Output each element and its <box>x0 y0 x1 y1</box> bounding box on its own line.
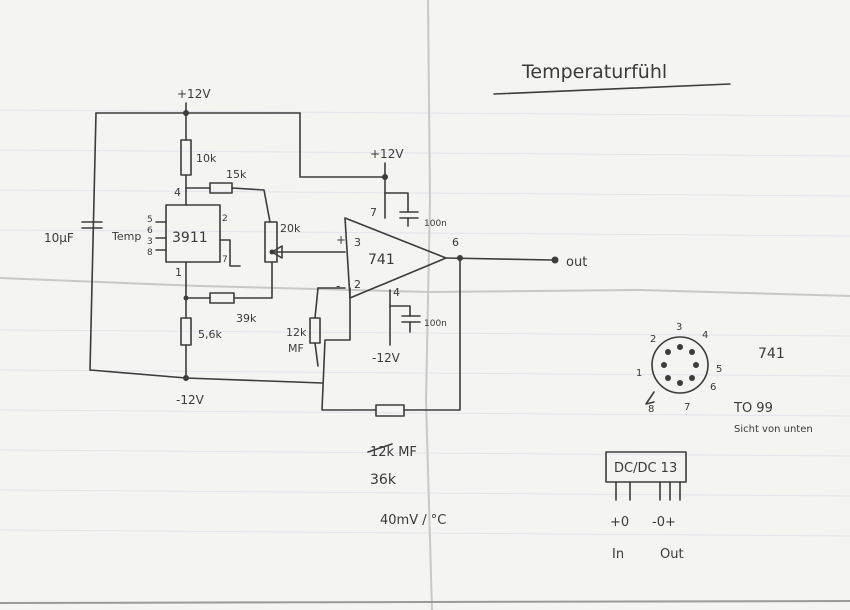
pin-sensor-5: 5 <box>147 215 153 225</box>
title: Temperaturfühl <box>521 61 667 83</box>
resistor-39k <box>209 292 235 304</box>
pin-sensor-7: 7 <box>222 255 228 265</box>
dcdc-pins <box>615 481 681 501</box>
dcdc-in-label: In <box>612 547 624 562</box>
resistor-10k <box>180 139 192 176</box>
opamp-plus: + <box>336 233 346 247</box>
label-r-56k: 5,6k <box>198 328 222 341</box>
dcdc-in-pins: +0 <box>610 515 629 530</box>
pin-sensor-3: 3 <box>147 237 153 247</box>
label-cap-left: 10µF <box>44 231 74 245</box>
dcdc-out-label: Out <box>660 547 684 562</box>
to99-note: Sicht von unten <box>734 424 813 435</box>
to99-pin-4: 4 <box>702 330 708 341</box>
dcdc-out-pins: -0+ <box>652 515 676 530</box>
label-cap-top: 100n <box>424 219 447 229</box>
label-r-39k: 39k <box>236 312 257 325</box>
fold-vertical <box>424 0 433 610</box>
title-underline <box>493 83 731 95</box>
opamp-triangle <box>344 217 447 299</box>
to99-package <box>651 336 709 394</box>
opamp-label: 741 <box>368 252 395 268</box>
to99-type: TO 99 <box>733 401 773 416</box>
supply-bottom-left: -12V <box>176 393 205 407</box>
feedback-crossed: 12k MF <box>370 445 417 460</box>
paper-bottom-edge <box>0 600 850 604</box>
label-r-20k: 20k <box>280 222 301 235</box>
sensor-ic <box>165 204 221 263</box>
feedback-value: 36k <box>370 472 397 488</box>
label-r-12k: 12k <box>286 326 307 339</box>
resistor-12k <box>309 317 321 344</box>
label-r-top: 10k <box>196 152 217 165</box>
to99-pin-6: 6 <box>710 382 716 393</box>
pot-wiper-arrow <box>271 245 283 259</box>
pin-op-6: 6 <box>452 236 459 249</box>
label-r-15k: 15k <box>226 168 247 181</box>
wires <box>81 102 553 411</box>
resistor-56k <box>180 317 192 346</box>
opamp-minus: - <box>336 279 340 293</box>
sensor-ic-label: 3911 <box>172 230 208 246</box>
pin-op-7: 7 <box>370 206 377 219</box>
pin-op-3: 3 <box>354 236 361 249</box>
to99-pin-3: 3 <box>676 322 682 333</box>
to99-part: 741 <box>758 346 785 362</box>
to99-pin-8: 8 <box>648 404 654 415</box>
pin-sensor-1: 1 <box>175 266 182 279</box>
resistor-15k <box>209 182 233 194</box>
pin-sensor-8: 8 <box>147 248 153 258</box>
pin-sensor-4: 4 <box>174 186 181 199</box>
supply-top-right: +12V <box>370 147 404 161</box>
to99-pin-5: 5 <box>716 364 722 375</box>
output-label: out <box>566 255 587 270</box>
pin-sensor-6: 6 <box>147 226 153 236</box>
paper-rules <box>0 109 850 537</box>
pin-sensor-2: 2 <box>222 214 228 224</box>
junction-dots <box>183 110 559 381</box>
fold-horizontal <box>0 277 850 297</box>
label-mf: MF <box>288 342 304 355</box>
to99-pin-1: 1 <box>636 368 642 379</box>
potentiometer-20k <box>264 221 278 263</box>
to99-tab <box>645 391 655 405</box>
label-cap-bottom: 100n <box>424 319 447 329</box>
label-temp: Temp <box>111 230 141 243</box>
dcdc-label: DC/DC 13 <box>614 461 677 476</box>
dcdc-module <box>605 451 687 483</box>
resistor-feedback <box>375 404 405 417</box>
supply-bottom-right: -12V <box>372 351 401 365</box>
pin-op-2: 2 <box>354 278 361 291</box>
to99-pin-7: 7 <box>684 402 690 413</box>
strike-through <box>367 443 393 453</box>
pin-op-4: 4 <box>393 286 400 299</box>
supply-top-left: +12V <box>177 87 211 101</box>
scale-note: 40mV / °C <box>380 513 446 528</box>
to99-pin-holes <box>661 344 699 386</box>
to99-pin-2: 2 <box>650 334 656 345</box>
